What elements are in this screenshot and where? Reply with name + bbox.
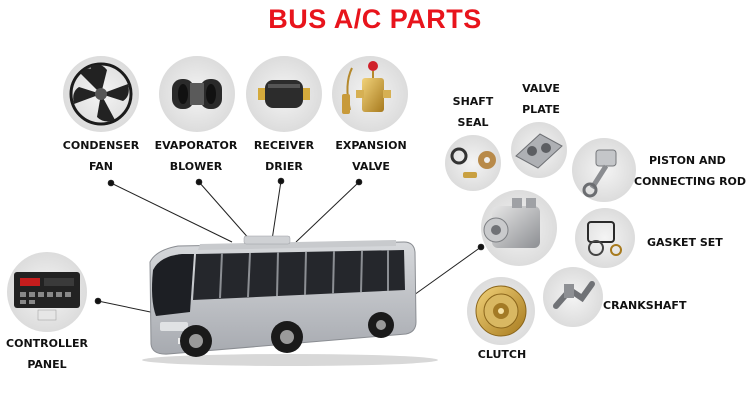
label-piston: PISTON AND CONNECTING ROD bbox=[634, 154, 747, 188]
controller-panel-icon bbox=[7, 252, 87, 332]
label-condenser-fan: CONDENSER FAN bbox=[62, 139, 140, 173]
label-crankshaft: CRANKSHAFT bbox=[603, 299, 687, 312]
connector-dot bbox=[355, 178, 363, 186]
page-title: BUS A/C PARTS bbox=[268, 4, 482, 34]
connector-dot bbox=[107, 179, 115, 187]
connector-controller-panel bbox=[97, 300, 161, 315]
gasket-set-icon bbox=[575, 208, 635, 268]
piston-icon bbox=[572, 138, 636, 202]
condenser-fan-icon bbox=[63, 56, 139, 132]
connector-evaporator-blower bbox=[198, 181, 252, 242]
connector-receiver-drier bbox=[271, 180, 282, 241]
label-gasket-set: GASKET SET bbox=[647, 236, 723, 249]
label-clutch: CLUTCH bbox=[477, 348, 527, 361]
connector-dot bbox=[277, 177, 285, 185]
valve-plate-icon bbox=[511, 122, 567, 178]
bus-icon bbox=[142, 235, 438, 366]
clutch-icon bbox=[467, 277, 535, 345]
connector-dot bbox=[195, 178, 203, 186]
label-receiver-drier: RECEIVER DRIER bbox=[253, 139, 315, 173]
label-valve-plate: VALVE PLATE bbox=[522, 82, 560, 116]
label-controller-panel: CONTROLLER PANEL bbox=[6, 337, 88, 371]
connector-expansion-valve bbox=[295, 181, 360, 243]
connector-dot bbox=[477, 243, 485, 251]
expansion-valve-icon bbox=[332, 56, 408, 132]
label-shaft-seal: SHAFT SEAL bbox=[452, 95, 494, 129]
receiver-drier-icon bbox=[246, 56, 322, 132]
connector-dot bbox=[94, 297, 102, 305]
compressor-icon bbox=[481, 190, 557, 266]
crankshaft-icon bbox=[543, 267, 603, 327]
connector-compressor bbox=[406, 246, 482, 301]
connector-condenser-fan bbox=[110, 182, 233, 243]
shaft-seal-icon bbox=[445, 135, 501, 191]
evaporator-blower-icon bbox=[159, 56, 235, 132]
label-evaporator-blower: EVAPORATOR BLOWER bbox=[154, 139, 238, 173]
label-expansion-valve: EXPANSION VALVE bbox=[335, 139, 407, 173]
